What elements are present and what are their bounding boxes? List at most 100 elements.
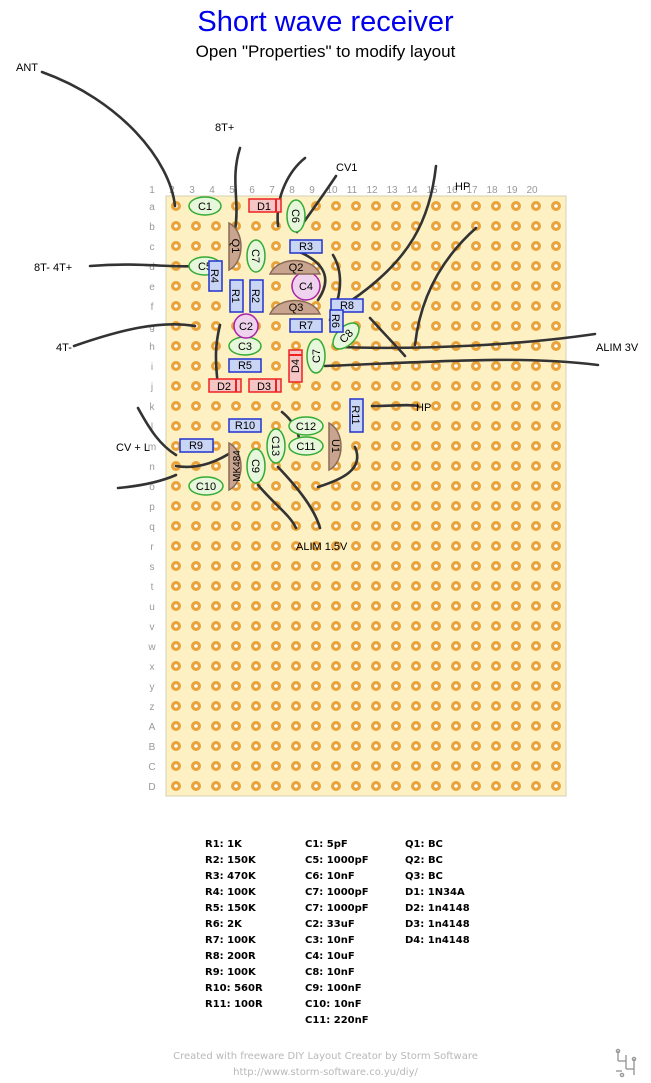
bom-entry: R6: 2K bbox=[205, 919, 242, 930]
pad-hole bbox=[434, 684, 438, 688]
pad-hole bbox=[414, 224, 418, 228]
pad-hole bbox=[534, 684, 538, 688]
pad-hole bbox=[374, 204, 378, 208]
pad-hole bbox=[394, 624, 398, 628]
column-label: 5 bbox=[229, 185, 235, 196]
pad-hole bbox=[474, 324, 478, 328]
pad-hole bbox=[274, 484, 278, 488]
pad-hole bbox=[174, 624, 178, 628]
pad-hole bbox=[554, 684, 558, 688]
row-label: j bbox=[150, 382, 153, 393]
pad-hole bbox=[514, 504, 518, 508]
pad-hole bbox=[474, 464, 478, 468]
pad-hole bbox=[414, 684, 418, 688]
pad-hole bbox=[434, 304, 438, 308]
pad-hole bbox=[254, 744, 258, 748]
pad-hole bbox=[534, 404, 538, 408]
pad-hole bbox=[554, 224, 558, 228]
pad-hole bbox=[274, 764, 278, 768]
pad-hole bbox=[374, 744, 378, 748]
pad-hole bbox=[554, 264, 558, 268]
row-label: A bbox=[149, 722, 156, 733]
pad-hole bbox=[314, 704, 318, 708]
pad-hole bbox=[214, 324, 218, 328]
pad-hole bbox=[174, 424, 178, 428]
pad-hole bbox=[514, 404, 518, 408]
row-label: n bbox=[149, 462, 155, 473]
pad-hole bbox=[374, 464, 378, 468]
bom-entry: C6: 10nF bbox=[305, 871, 355, 882]
pad-hole bbox=[514, 444, 518, 448]
pad-hole bbox=[234, 404, 238, 408]
pad-hole bbox=[554, 464, 558, 468]
pad-hole bbox=[494, 224, 498, 228]
pad-hole bbox=[554, 244, 558, 248]
pad-hole bbox=[174, 484, 178, 488]
label-alim-1-5v: ALIM 1.5V bbox=[296, 541, 348, 553]
pad-hole bbox=[474, 524, 478, 528]
svg-text:MK484: MK484 bbox=[232, 450, 243, 482]
pad-hole bbox=[294, 724, 298, 728]
pad-hole bbox=[174, 504, 178, 508]
bom-entry: C7: 1000pF bbox=[305, 887, 369, 898]
pad-hole bbox=[554, 424, 558, 428]
pad-hole bbox=[354, 704, 358, 708]
resistor-r10: R10 bbox=[228, 418, 262, 433]
pad-hole bbox=[474, 724, 478, 728]
pad-hole bbox=[334, 644, 338, 648]
pad-hole bbox=[494, 244, 498, 248]
resistor-r9: R9 bbox=[179, 438, 214, 453]
pad-hole bbox=[254, 444, 258, 448]
resistor-r7: R7 bbox=[289, 318, 323, 333]
pad-hole bbox=[374, 664, 378, 668]
svg-text:Q1: Q1 bbox=[229, 239, 241, 254]
pad-hole bbox=[294, 684, 298, 688]
pad-hole bbox=[474, 584, 478, 588]
pad-hole bbox=[334, 224, 338, 228]
pad-hole bbox=[454, 324, 458, 328]
pad-hole bbox=[234, 704, 238, 708]
pad-hole bbox=[274, 744, 278, 748]
credit-url[interactable]: http://www.storm-software.co.yu/diy/ bbox=[233, 1067, 418, 1078]
pad-hole bbox=[234, 564, 238, 568]
pad-hole bbox=[534, 664, 538, 668]
pad-hole bbox=[534, 744, 538, 748]
pad-hole bbox=[334, 544, 338, 548]
row-label: k bbox=[150, 402, 156, 413]
bom-entry: R2: 150K bbox=[205, 855, 256, 866]
row-label: e bbox=[149, 282, 155, 293]
pad-hole bbox=[434, 544, 438, 548]
pad-hole bbox=[534, 264, 538, 268]
pad-hole bbox=[534, 524, 538, 528]
pad-hole bbox=[174, 384, 178, 388]
pad-hole bbox=[494, 384, 498, 388]
pad-hole bbox=[514, 724, 518, 728]
pad-hole bbox=[414, 384, 418, 388]
pad-hole bbox=[194, 644, 198, 648]
svg-text:C4: C4 bbox=[299, 281, 313, 293]
pad-hole bbox=[394, 744, 398, 748]
pad-hole bbox=[234, 764, 238, 768]
label-cv-l: CV + L bbox=[116, 442, 150, 454]
column-label: 12 bbox=[366, 185, 378, 196]
pad-hole bbox=[534, 444, 538, 448]
pad-hole bbox=[354, 764, 358, 768]
board-body bbox=[165, 195, 567, 797]
pad-hole bbox=[434, 744, 438, 748]
pad-hole bbox=[314, 624, 318, 628]
pad-hole bbox=[174, 404, 178, 408]
pad-hole bbox=[474, 564, 478, 568]
pad-hole bbox=[494, 584, 498, 588]
row-label: l bbox=[151, 422, 153, 433]
svg-text:D1: D1 bbox=[257, 201, 271, 213]
pad-hole bbox=[174, 664, 178, 668]
pad-hole bbox=[294, 784, 298, 788]
pad-hole bbox=[434, 664, 438, 668]
pad-hole bbox=[514, 224, 518, 228]
pad-hole bbox=[414, 424, 418, 428]
pad-hole bbox=[534, 704, 538, 708]
pad-hole bbox=[314, 544, 318, 548]
pad-hole bbox=[474, 204, 478, 208]
pad-hole bbox=[234, 604, 238, 608]
